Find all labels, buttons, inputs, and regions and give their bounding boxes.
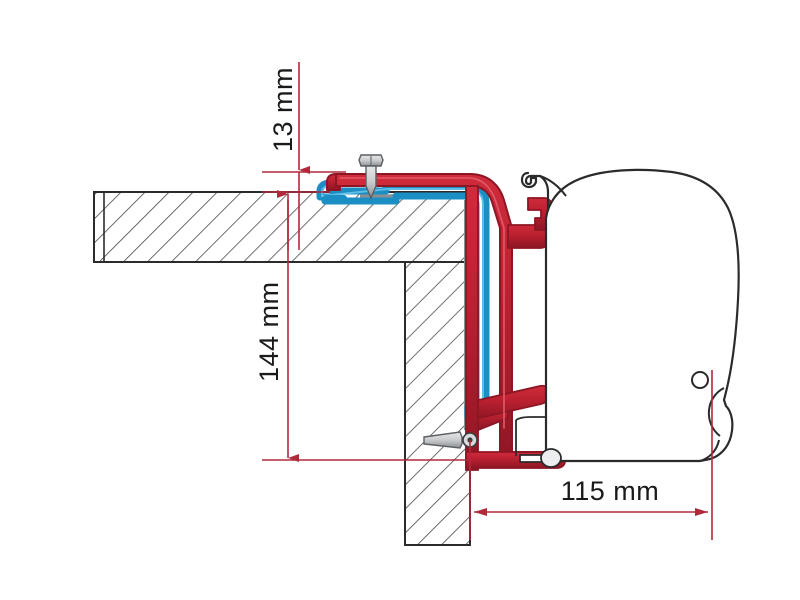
roof-panel bbox=[93, 191, 471, 263]
awning-case-knuckle bbox=[707, 387, 725, 437]
roof-panel-section bbox=[93, 191, 471, 263]
dimension-144mm: 144 mm bbox=[254, 191, 470, 462]
top-fixing-screw bbox=[358, 154, 384, 200]
dimension-115mm: 115 mm bbox=[469, 370, 713, 540]
wall-panel bbox=[404, 261, 471, 546]
top-screw-shank bbox=[365, 165, 377, 200]
bottom-screw-shank bbox=[423, 431, 463, 449]
dimension-label-13mm: 13 mm bbox=[268, 67, 298, 152]
awning-case bbox=[515, 168, 740, 468]
awning-case-lower-fold bbox=[560, 439, 720, 462]
awning-case-roller bbox=[540, 448, 562, 468]
fasteners-group bbox=[358, 154, 478, 449]
awning-case-left-fold bbox=[515, 416, 546, 421]
red-adapter-wall-leg bbox=[465, 185, 479, 471]
red-adapter-top-lip bbox=[326, 173, 341, 191]
dimension-label-144mm: 144 mm bbox=[254, 281, 284, 382]
awning-case-hook-arm bbox=[539, 175, 567, 197]
awning-case-hook-icon bbox=[520, 171, 550, 210]
wall-panel-section bbox=[404, 261, 471, 546]
dimension-13mm: 13 mm bbox=[262, 62, 346, 250]
awning-case-pivot bbox=[691, 371, 709, 389]
dimension-label-115mm: 115 mm bbox=[561, 476, 660, 506]
red-adapter-highlight bbox=[339, 177, 505, 429]
bottom-fixing-screw bbox=[423, 431, 478, 449]
awning-case-outline bbox=[544, 168, 740, 463]
